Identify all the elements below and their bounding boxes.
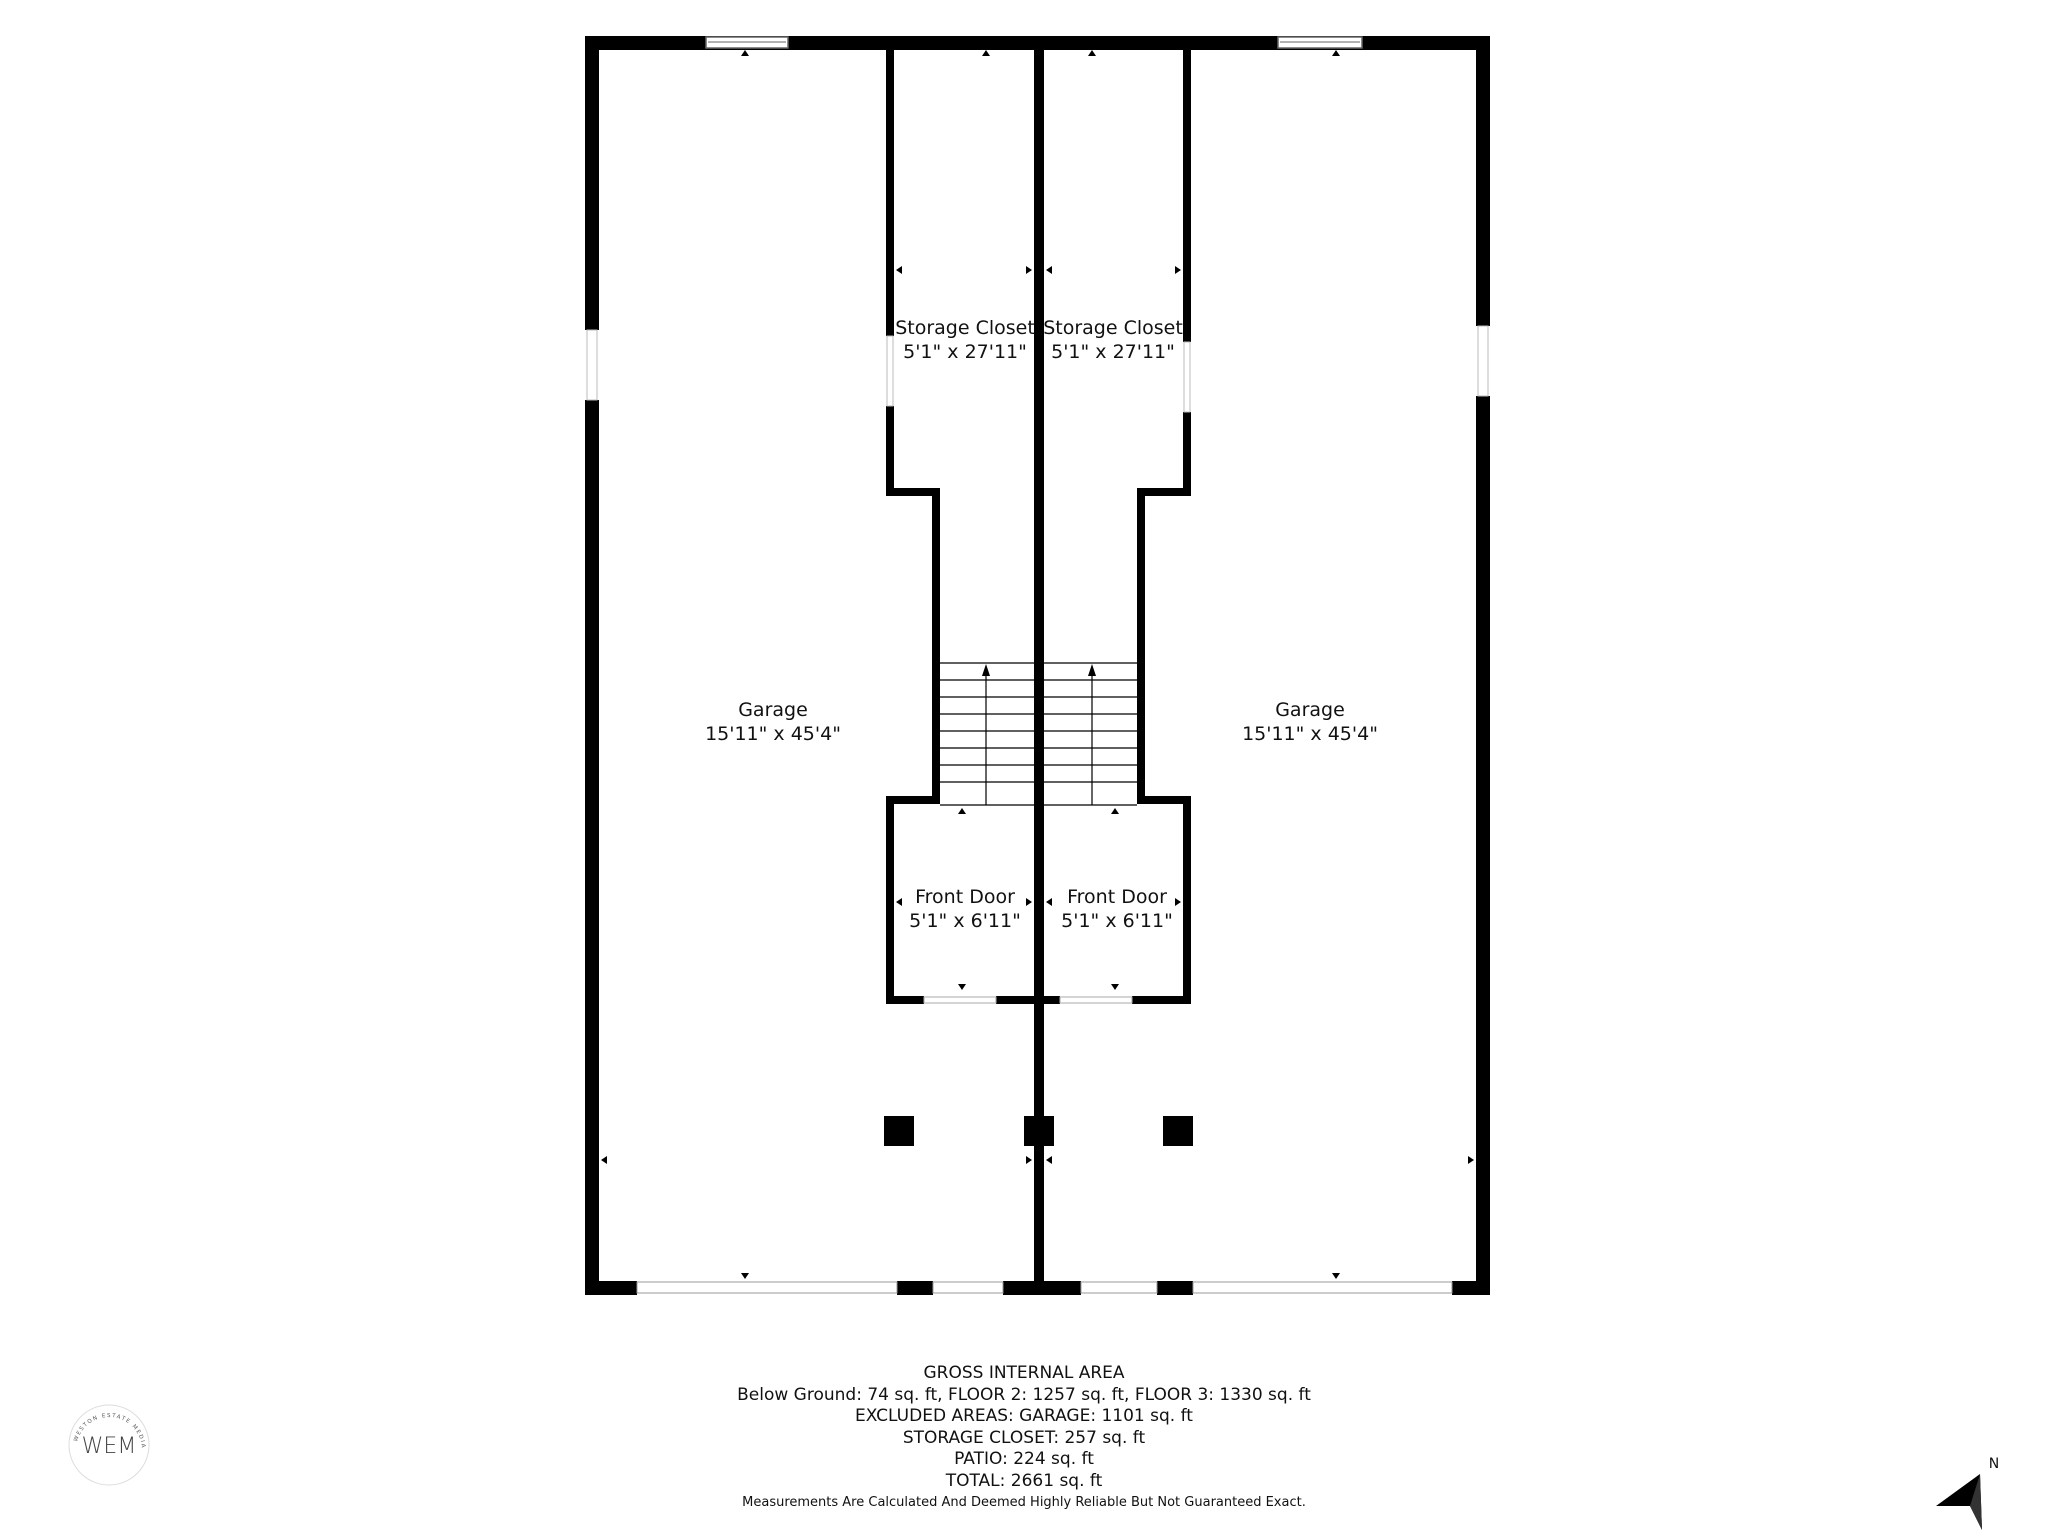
room-front-door-left: Front Door 5'1" x 6'11" xyxy=(909,886,1021,932)
room-name: Front Door xyxy=(1067,886,1167,908)
dimension-ticks xyxy=(601,50,1474,1279)
right-closet-wall-upper xyxy=(1183,36,1191,342)
area-heading: GROSS INTERNAL AREA xyxy=(923,1363,1125,1383)
right-front-door-top xyxy=(1137,796,1191,804)
window-right-side xyxy=(1477,325,1489,397)
outer-wall-right-upper xyxy=(1476,36,1490,326)
room-name: Garage xyxy=(1275,699,1345,721)
right-closet-wall-mid xyxy=(1183,412,1191,496)
area-patio: PATIO: 224 sq. ft xyxy=(954,1449,1094,1469)
bottom-wall-seg-1 xyxy=(585,1281,637,1295)
room-name: Storage Closet xyxy=(895,317,1035,339)
left-closet-jog-top xyxy=(886,488,940,496)
front-door-left-opening xyxy=(923,996,997,1004)
left-front-door-side xyxy=(886,796,894,1004)
room-dims: 5'1" x 6'11" xyxy=(1061,910,1173,932)
garage-door-right-b xyxy=(1192,1281,1453,1294)
right-front-door-side xyxy=(1183,796,1191,1004)
left-front-door-bottom-a xyxy=(886,996,924,1004)
wem-logo: WESTON ESTATE MEDIA WEM xyxy=(68,1404,150,1486)
room-garage-left: Garage 15'11" x 45'4" xyxy=(705,699,841,745)
room-front-door-right: Front Door 5'1" x 6'11" xyxy=(1061,886,1173,932)
garage-door-left-b xyxy=(932,1281,1004,1294)
area-storage: STORAGE CLOSET: 257 sq. ft xyxy=(902,1427,1146,1448)
right-front-door-bottom-b xyxy=(1132,996,1191,1004)
disclaimer: Measurements Are Calculated And Deemed H… xyxy=(742,1495,1306,1510)
left-stair-wall xyxy=(932,488,940,804)
room-dims: 5'1" x 27'11" xyxy=(1051,341,1175,363)
outer-wall-left-lower xyxy=(585,400,599,1295)
area-summary: GROSS INTERNAL AREA Below Ground: 74 sq.… xyxy=(0,1363,2048,1513)
garage-door-right-a xyxy=(1080,1281,1158,1294)
right-front-door-bottom-a xyxy=(1034,996,1060,1004)
center-wall-upper xyxy=(1034,36,1044,1295)
outer-wall-left-upper xyxy=(585,36,599,330)
room-name: Storage Closet xyxy=(1043,317,1183,339)
area-total: TOTAL: 2661 sq. ft xyxy=(945,1470,1103,1491)
right-closet-jog-top xyxy=(1137,488,1191,496)
room-dims: 5'1" x 27'11" xyxy=(903,341,1027,363)
room-storage-closet-right: Storage Closet 5'1" x 27'11" xyxy=(1043,317,1183,363)
room-dims: 15'11" x 45'4" xyxy=(705,723,841,745)
left-closet-window xyxy=(886,335,894,407)
area-floors: Below Ground: 74 sq. ft, FLOOR 2: 1257 s… xyxy=(737,1384,1311,1405)
stairs xyxy=(940,662,1137,806)
room-name: Garage xyxy=(738,699,808,721)
bottom-wall-seg-5 xyxy=(1452,1281,1490,1295)
logo-initials: WEM xyxy=(82,1434,137,1459)
outer-wall-right-lower xyxy=(1476,396,1490,1295)
room-storage-closet-left: Storage Closet 5'1" x 27'11" xyxy=(895,317,1035,363)
left-closet-wall-upper xyxy=(886,36,894,336)
compass-label: N xyxy=(1989,1456,1999,1472)
bottom-wall-seg-4 xyxy=(1157,1281,1193,1295)
area-excluded: EXCLUDED AREAS: GARAGE: 1101 sq. ft xyxy=(855,1406,1193,1426)
north-arrow-icon: N xyxy=(1936,1456,1999,1530)
right-closet-window xyxy=(1183,341,1191,413)
left-front-door-bottom-b xyxy=(996,996,1044,1004)
right-stair-wall xyxy=(1137,488,1145,804)
left-closet-wall-mid xyxy=(886,406,894,496)
column-left xyxy=(884,1116,914,1146)
window-left-side xyxy=(586,329,598,401)
room-dims: 15'11" x 45'4" xyxy=(1242,723,1378,745)
column-center xyxy=(1024,1116,1054,1146)
bottom-wall-seg-2 xyxy=(897,1281,933,1295)
front-door-right-opening xyxy=(1059,996,1133,1004)
room-name: Front Door xyxy=(915,886,1015,908)
room-garage-right: Garage 15'11" x 45'4" xyxy=(1242,699,1378,745)
room-dims: 5'1" x 6'11" xyxy=(909,910,1021,932)
garage-door-left-a xyxy=(636,1281,898,1294)
column-right xyxy=(1163,1116,1193,1146)
left-front-door-top xyxy=(886,796,940,804)
